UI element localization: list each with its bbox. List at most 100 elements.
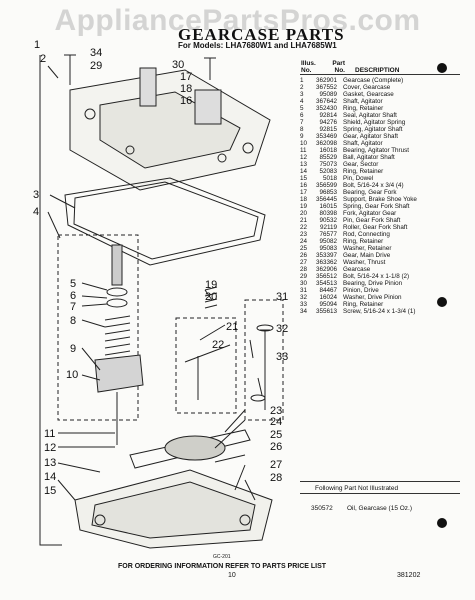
callout-17: 17 [180,71,192,83]
gear-fork-box [175,317,237,414]
document-code: 381202 [397,572,421,579]
illus-number: 29 [300,273,308,280]
illus-number: 4 [300,98,304,105]
part-row: 2 367552 Cover, Gearcase [300,84,460,91]
illus-number: 20 [300,210,308,217]
header-rule [300,74,460,75]
part-description: Bearing, Agitator Thrust [343,147,410,154]
part-number: 5018 [322,175,337,182]
illus-number: 19 [300,203,308,210]
illus-number: 26 [300,252,308,259]
callout-20: 20 [205,291,217,303]
part-description: Spring, Gear Fork Shaft [343,203,410,210]
gasket [64,177,266,266]
part-description: Ring, Retainer [343,168,384,175]
part-number: 353469 [315,133,337,140]
part-number: 75073 [319,161,337,168]
part-description: Ball, Agitator Shaft [343,154,395,161]
callout-10: 10 [66,369,78,381]
illus-number: 14 [300,168,308,175]
callout-32: 32 [276,323,288,335]
part-description: Gear, Main Drive [343,252,391,259]
part-number: 95089 [319,91,337,98]
part-number: 367552 [315,84,337,91]
part-row: 9 353469 Gear, Agitator Shaft [300,133,460,140]
part-description: Fork, Agitator Gear [343,210,397,217]
binder-hole-middle [437,297,447,307]
binder-hole-top [437,63,447,73]
part-row: 4 367642 Shaft, Agitator [300,98,460,105]
illus-number: 11 [300,147,307,154]
part-number: 362098 [315,140,337,147]
part-description: Cover, Gearcase [343,84,391,91]
part-number: 90532 [319,217,337,224]
illus-number: 8 [300,126,304,133]
illus-number: 2 [300,84,304,91]
col-desc-header: DESCRIPTION [355,67,400,74]
col-illus-header: Illus. No. [301,60,316,74]
illus-number: 17 [300,189,308,196]
part-description: Rod, Connecting [343,231,390,238]
watermark: AppliancePartsPros.com [54,4,421,37]
callout-33: 33 [276,351,288,363]
col-part-header: Part No. [332,60,345,74]
part-description: Bearing, Gear Fork [343,189,397,196]
agitator-shaft-box [57,234,139,421]
callout-21: 21 [226,321,238,333]
main-drive-gear [164,435,226,461]
callout-9: 9 [70,343,76,355]
callout-1: 1 [34,39,40,51]
part-description: Bearing, Drive Pinion [343,280,403,287]
part-number: 95094 [319,301,337,308]
part-description: Shield, Agitator Spring [343,119,406,126]
callout-27: 27 [270,459,282,471]
part-number: 52083 [319,168,337,175]
diagram-code: GC-201 [213,554,231,560]
not-illustrated-row: 350572 Oil, Gearcase (15 Oz.) [311,505,427,513]
illus-number: 30 [300,280,308,287]
part-description: Gear, Agitator Shaft [343,133,398,140]
part-row: 1 362901 Gearcase (Complete) [300,77,460,84]
part-description: Ring, Retainer [343,238,384,245]
illus-number: 9 [300,133,304,140]
part-description: Bolt, 5/16-24 x 1-1/8 (2) [343,273,410,280]
part-description: Gear, Sector [343,161,379,168]
part-description: Shaft, Agitator [343,98,383,105]
callout-11: 11 [44,428,55,440]
part-number: 92814 [319,112,337,119]
illus-number: 25 [300,245,308,252]
callout-18: 18 [180,83,192,95]
part-number: 367642 [315,98,337,105]
part-description: Bolt, 5/16-24 x 3/4 (4) [343,182,404,189]
callout-26: 26 [270,441,282,453]
part-description: Gearcase (Complete) [343,77,404,84]
part-number: 362901 [315,77,337,84]
illus-number: 21 [300,217,308,224]
callout-4: 4 [33,206,39,218]
callout-12: 12 [44,442,56,454]
part-number: 96853 [319,189,337,196]
illus-number: 1 [300,77,304,84]
callout-25: 25 [270,429,282,441]
part-number: 356445 [315,196,337,203]
part-description: Ring, Retainer [343,105,384,112]
part-description: Pinion, Drive [343,287,379,294]
callout-14: 14 [44,471,56,483]
bracket-2 [47,65,59,79]
